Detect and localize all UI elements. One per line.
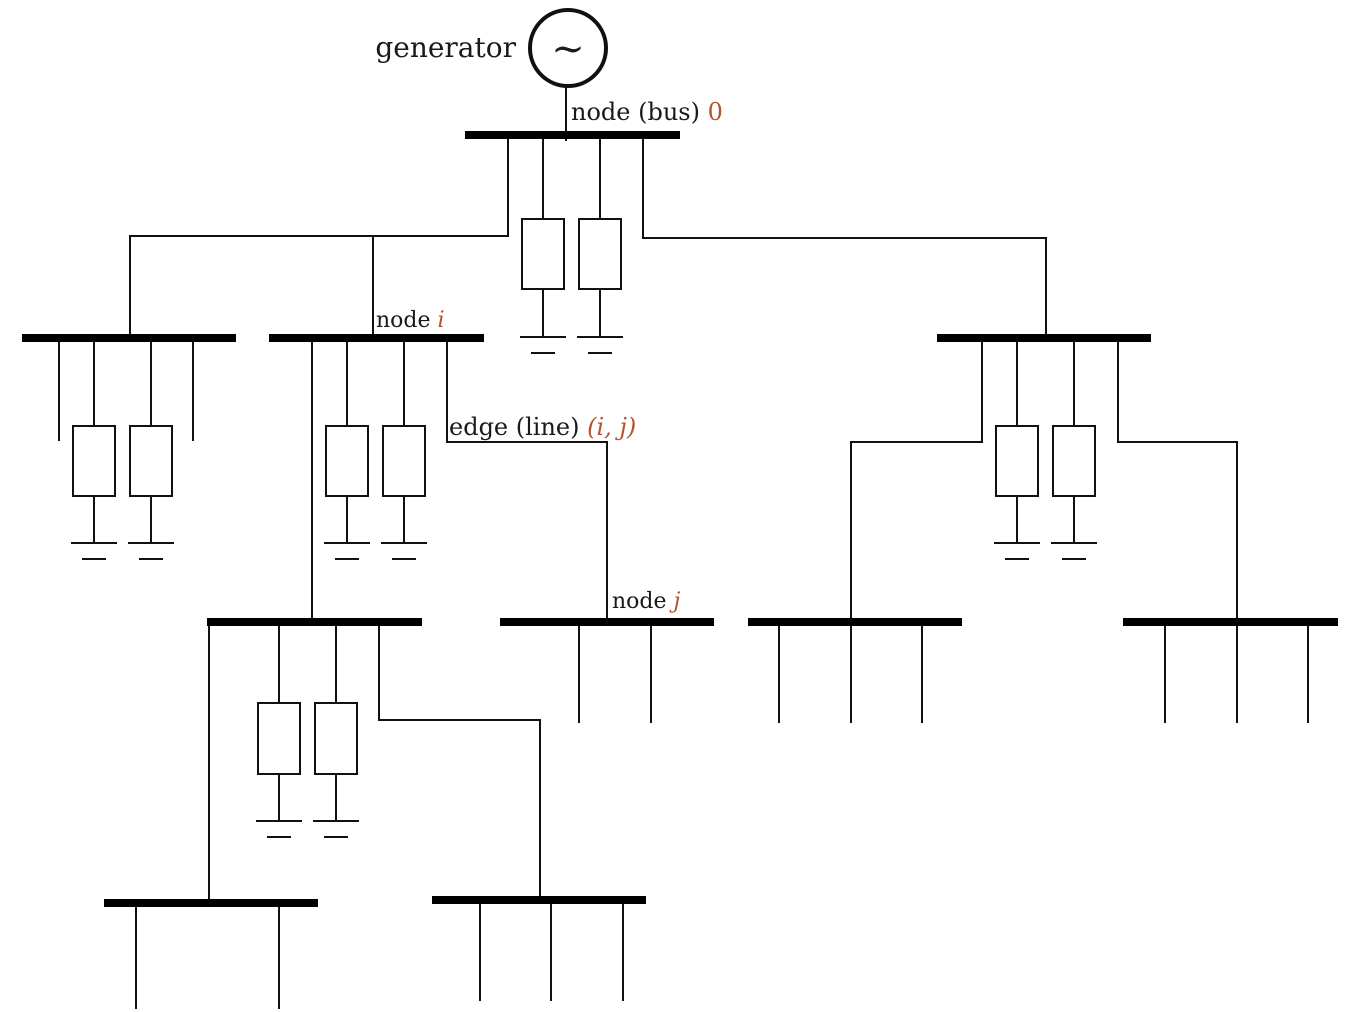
generator: ~ [528,8,608,88]
edge-index: (i, j) [587,413,636,441]
node-i-label: node i [376,308,445,333]
load [994,339,1040,560]
generator-symbol: ~ [551,26,585,72]
generator-circle [528,8,608,88]
node-j-label: node j [612,589,681,614]
root-node-index: 0 [708,98,723,126]
line-bus-c-to-bus-h [850,339,983,623]
edge-prefix: edge (line) [449,413,587,441]
line-root-to-bus-a [129,136,509,339]
buses [22,131,1338,907]
node-i-index: i [438,308,445,333]
generator-label: generator [375,31,516,64]
line-bus-d-to-bus-g [378,623,541,901]
load [381,339,427,560]
node-j-prefix: node [612,589,674,614]
root-node-label: node (bus) 0 [571,98,723,126]
network-lines [129,136,1238,904]
load [1051,339,1097,560]
edge-i-j [446,339,608,623]
loads [71,136,1097,838]
load [324,339,370,560]
edge-label: edge (line) (i, j) [449,413,636,441]
line-root-to-bus-c [642,136,1047,339]
line-bus-c-to-bus-k [1117,339,1238,623]
stub-feeders [58,339,1309,1009]
load [577,136,623,354]
load [256,623,302,838]
load [313,623,359,838]
load [520,136,566,354]
load [71,339,117,560]
node-i-prefix: node [376,308,438,333]
root-node-prefix: node (bus) [571,98,708,126]
load [128,339,174,560]
